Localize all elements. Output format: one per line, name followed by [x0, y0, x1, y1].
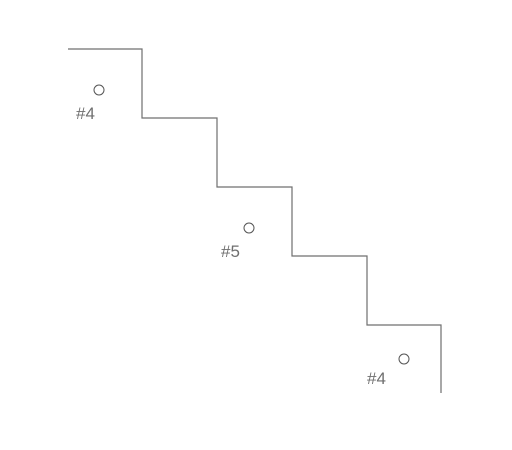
- stair-outline: [68, 48, 442, 393]
- marker-circle-1: [93, 84, 105, 96]
- marker-label-3: #4: [367, 369, 386, 388]
- marker-label-1: #4: [76, 104, 95, 123]
- marker-circle-2: [243, 222, 255, 234]
- marker-label-2: #5: [221, 242, 240, 261]
- marker-circle-3: [398, 353, 410, 365]
